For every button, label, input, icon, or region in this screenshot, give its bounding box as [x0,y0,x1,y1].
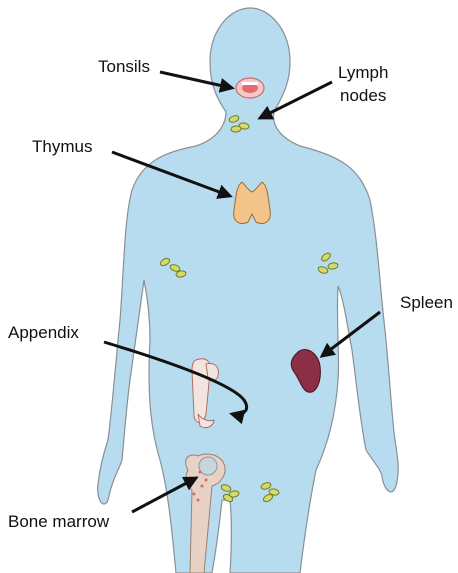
label-lymph-nodes-line2: nodes [340,86,386,105]
tonsils-icon [236,78,264,98]
label-thymus: Thymus [32,137,92,156]
label-tonsils: Tonsils [98,57,150,76]
label-lymph-nodes-line1: Lymph [338,63,388,82]
label-bone-marrow: Bone marrow [8,512,110,531]
label-appendix: Appendix [8,323,79,342]
label-spleen: Spleen [400,293,453,312]
